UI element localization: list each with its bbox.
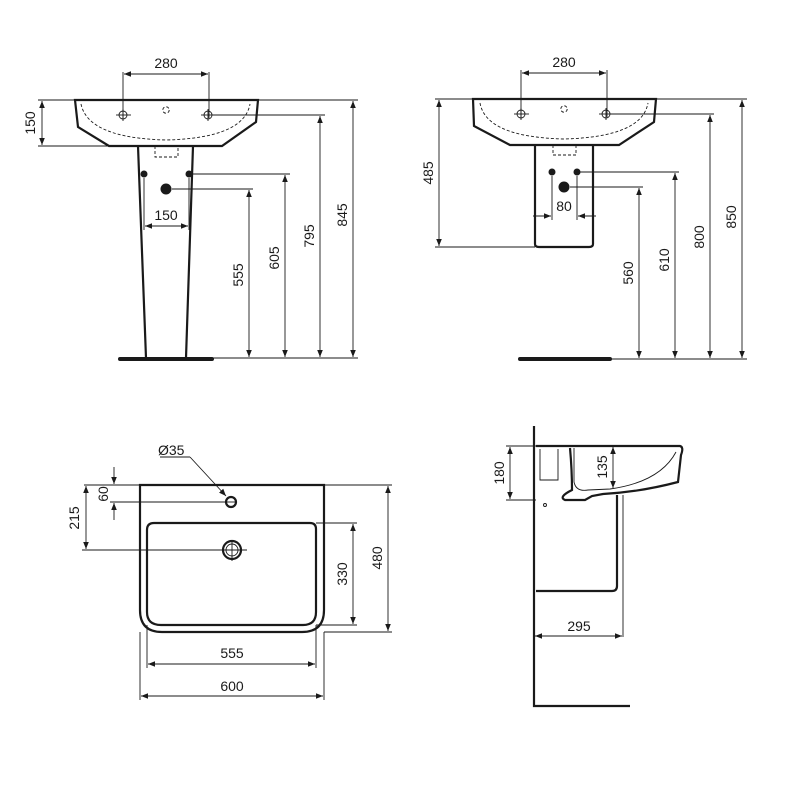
waste-outlet-icon — [221, 539, 247, 561]
trap-hidden-line — [154, 146, 179, 158]
bowl-hidden-line — [80, 103, 251, 141]
waste-outlet-icon — [160, 183, 172, 195]
wall-line — [532, 426, 630, 708]
dim-supply-height: 605 — [266, 246, 282, 270]
trap-hidden-line — [552, 145, 577, 156]
waste-outlet-icon — [558, 181, 570, 193]
bowl-hidden-line — [479, 102, 649, 140]
dim-overall-width: 600 — [220, 678, 244, 694]
dim-supply-spacing: 80 — [556, 198, 572, 214]
tap-hole-icon — [224, 495, 238, 509]
dim-waste-height: 555 — [230, 263, 246, 287]
semi-pedestal-section — [536, 495, 619, 593]
supply-right-icon — [185, 170, 193, 178]
dim-waste-height: 560 — [620, 261, 636, 285]
basin-outer-outline — [138, 483, 326, 634]
supply-left-icon — [548, 168, 556, 176]
pedestal-outline — [136, 145, 195, 359]
dim-semi-pedestal-height: 485 — [420, 161, 436, 185]
dim-bowl-depth: 330 — [334, 562, 350, 586]
dim-semi-pedestal-projection: 295 — [567, 618, 591, 634]
center-hole-icon — [560, 105, 568, 113]
bowl-inner-outline — [145, 521, 318, 627]
back-bracket — [539, 449, 559, 481]
dim-tap-height: 795 — [301, 224, 317, 248]
dim-tap-hole-offset: 60 — [95, 486, 111, 502]
dim-bowl-width: 555 — [220, 645, 244, 661]
dim-tap-spacing: 280 — [154, 55, 178, 71]
basin-inner-curve — [573, 448, 677, 491]
basin-section-outline — [536, 444, 684, 502]
dim-rim-thickness: 180 — [491, 461, 507, 485]
semi-pedestal-front-view: 280 80 485 560 610 800 850 — [420, 54, 747, 361]
fixing-point-icon — [543, 503, 547, 507]
dim-tap-spacing: 280 — [552, 54, 576, 70]
dim-waste-offset: 215 — [66, 506, 82, 530]
dim-rim-height: 850 — [723, 205, 739, 229]
tap-hole-left-icon — [514, 108, 529, 120]
pedestal-front-view: 280 150 150 555 605 795 845 — [22, 55, 358, 361]
dim-rim-height: 845 — [334, 203, 350, 227]
center-hole-icon — [162, 106, 170, 114]
side-section-view: 180 135 295 — [491, 426, 684, 708]
dim-overall-depth: 480 — [369, 546, 385, 570]
dim-supply-spacing: 150 — [154, 207, 178, 223]
dim-basin-height: 150 — [22, 111, 38, 135]
supply-left-icon — [140, 170, 148, 178]
tap-hole-left-icon — [116, 109, 131, 121]
dim-tap-height: 800 — [691, 225, 707, 249]
supply-right-icon — [573, 168, 581, 176]
semi-pedestal-outline — [533, 146, 595, 249]
dim-tap-hole-diameter: Ø35 — [158, 442, 185, 458]
dim-supply-height: 610 — [656, 248, 672, 272]
plan-view: Ø35 60 215 330 480 555 600 — [66, 442, 392, 700]
dim-bowl-depth: 135 — [594, 455, 610, 479]
